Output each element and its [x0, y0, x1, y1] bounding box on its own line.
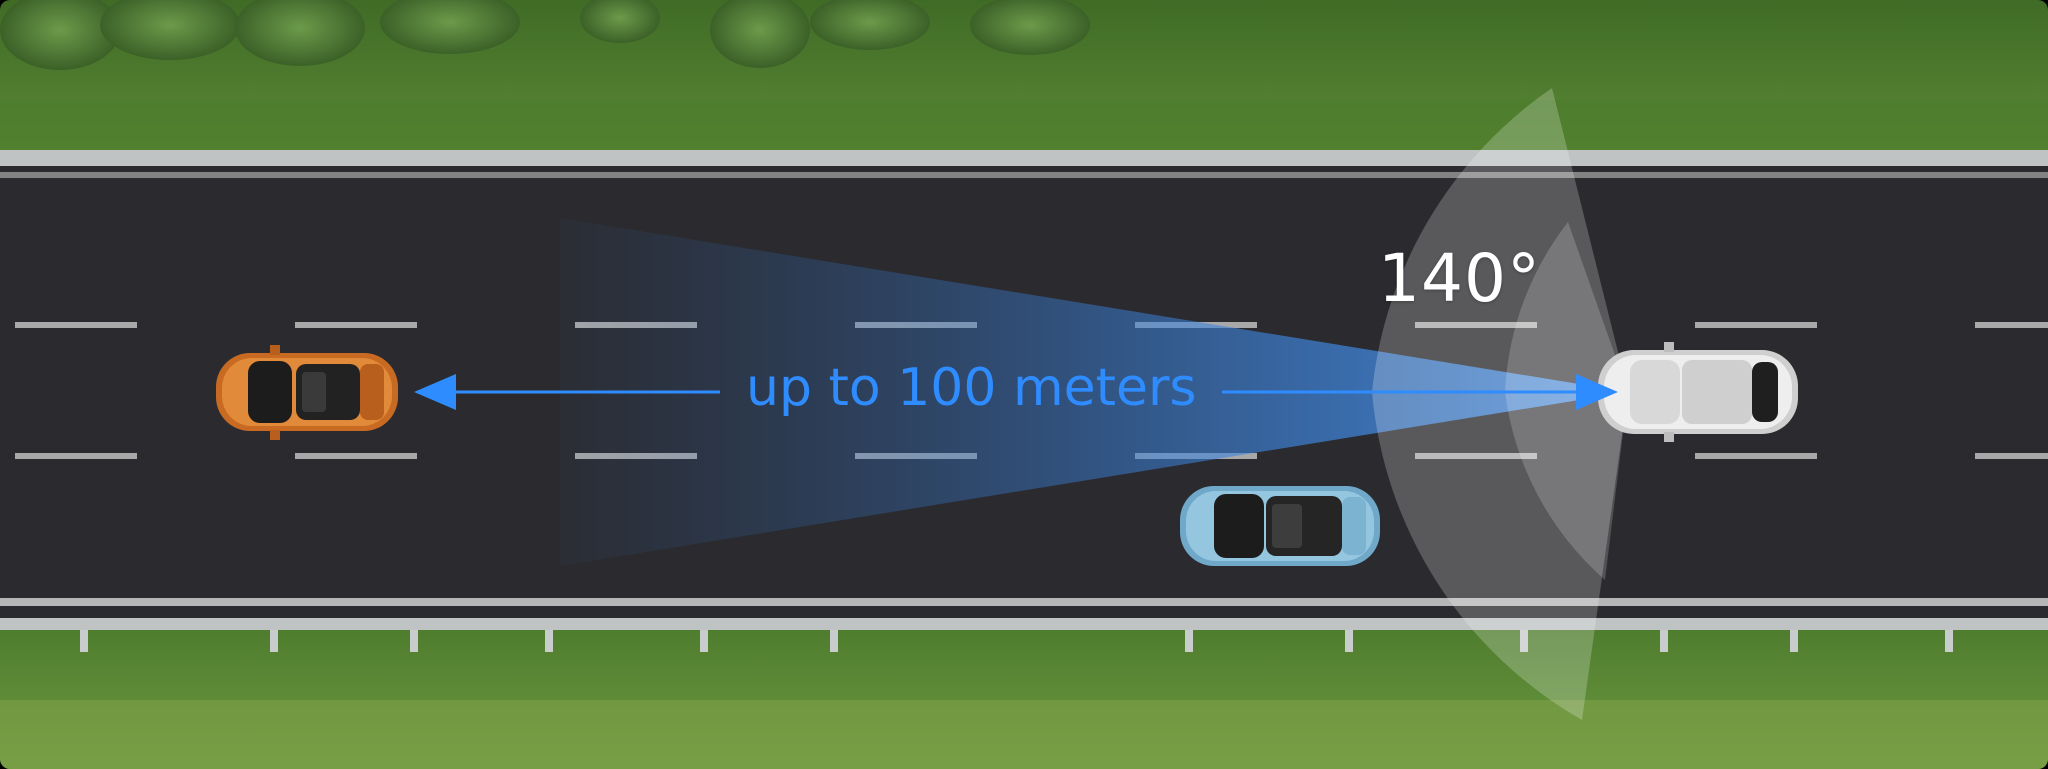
ego-vehicle-white	[1598, 342, 1798, 442]
edge-line-bottom	[0, 598, 2048, 606]
lead-vehicle-orange	[216, 345, 398, 440]
guardrail-bottom	[0, 618, 2048, 630]
tree-line	[0, 0, 1090, 70]
detection-range-label: up to 100 meters	[746, 358, 1197, 418]
guardrail-top	[0, 150, 2048, 166]
wide-angle-coverage-outer	[1372, 88, 1628, 720]
field-of-view-label: 140°	[1378, 240, 1541, 317]
wide-angle-coverage-inner	[1505, 222, 1628, 580]
adjacent-vehicle-blue	[1180, 486, 1380, 566]
edge-line-top	[0, 172, 2048, 178]
guardrail-posts	[80, 630, 1953, 652]
long-range-radar-beam	[560, 218, 1628, 566]
